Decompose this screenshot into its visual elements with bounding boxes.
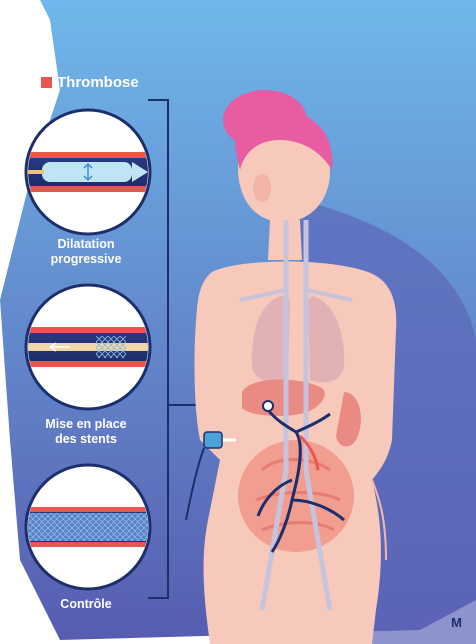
legend-label: Thrombose: [57, 74, 139, 91]
caption-line: des stents: [55, 432, 117, 446]
caption-line: Mise en place: [45, 417, 127, 431]
circle-control: [24, 463, 152, 591]
circle-dilatation: [24, 108, 152, 236]
caption-line: Contrôle: [60, 597, 112, 611]
caption-stent: Mise en place des stents: [30, 417, 142, 447]
caption-line: progressive: [50, 252, 122, 266]
legend-thrombose: Thrombose: [40, 74, 139, 91]
human-figure: [185, 90, 397, 644]
caption-controle: Contrôle: [30, 597, 142, 612]
caption-line: Dilatation: [57, 237, 115, 251]
thrombose-swatch: [40, 76, 53, 89]
caption-dilatation: Dilatation progressive: [30, 237, 142, 267]
brand-logo: M: [451, 615, 462, 630]
circle-stent-placement: [24, 283, 152, 411]
